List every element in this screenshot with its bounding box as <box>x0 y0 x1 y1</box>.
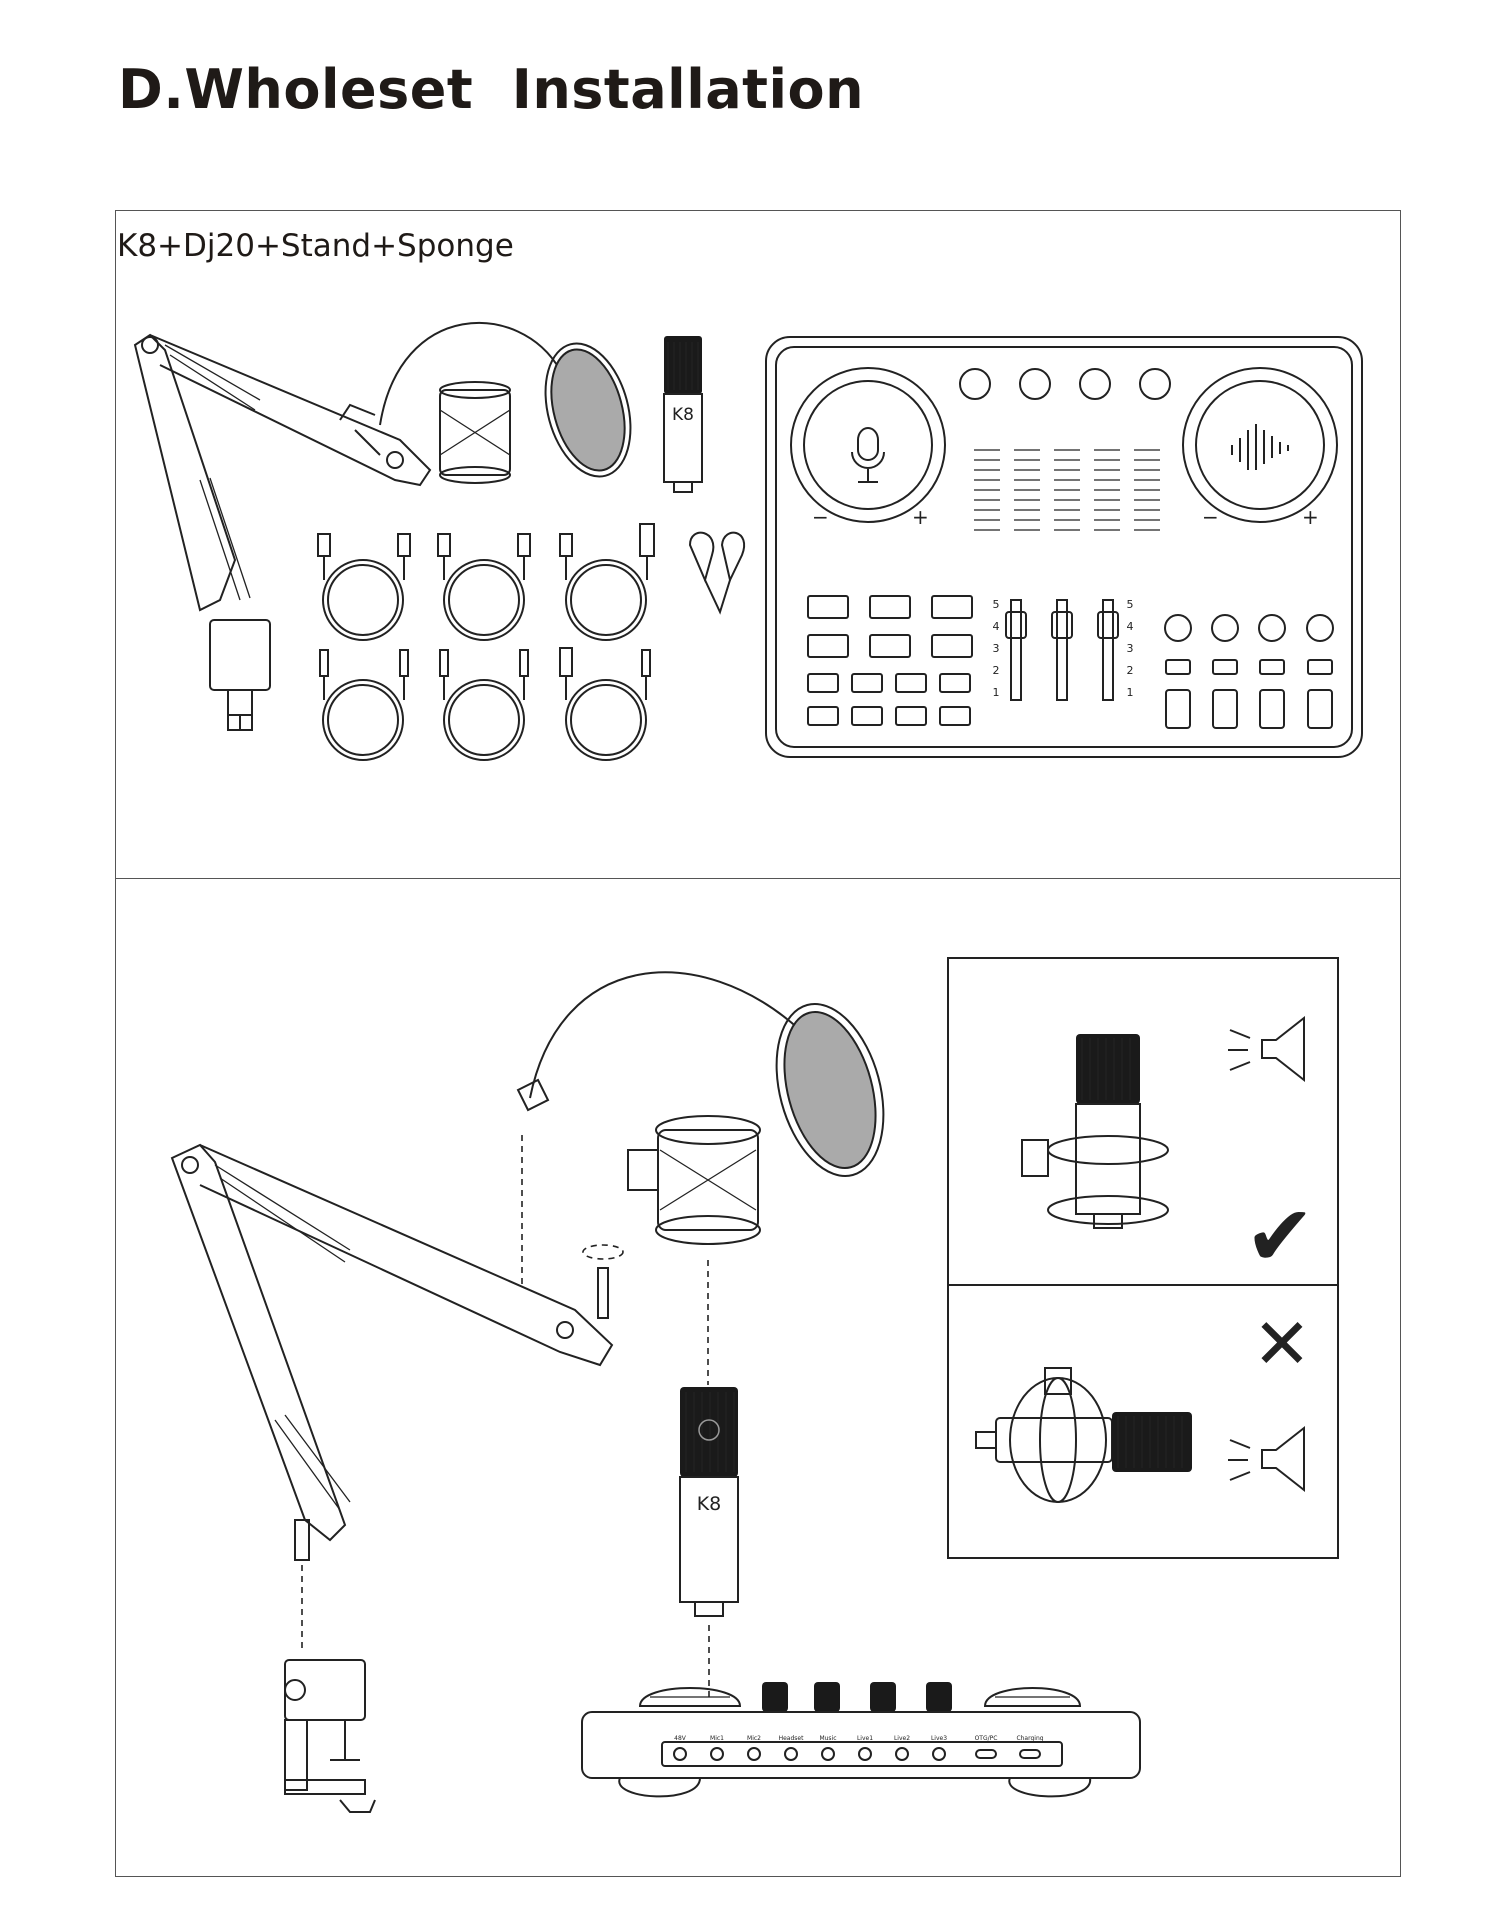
wrong-orientation-mic <box>975 1367 1192 1503</box>
section-divider <box>115 878 1401 879</box>
page-title: D.Wholeset Installation <box>118 58 865 121</box>
svg-text:−: − <box>1202 505 1219 529</box>
desk-clamp-illustration <box>284 1659 376 1813</box>
svg-text:+: + <box>1302 505 1319 529</box>
svg-text:4: 4 <box>1127 620 1134 633</box>
shock-mount-assembly-illustration <box>627 1115 761 1385</box>
svg-text:5: 5 <box>993 598 1000 611</box>
k8-microphone-assembly-illustration: K8 <box>679 1387 739 1700</box>
svg-text:3: 3 <box>993 642 1000 655</box>
port-label-mic2: Mic2 <box>747 1735 761 1742</box>
svg-text:+: + <box>912 505 929 529</box>
port-label-music: Music <box>819 1735 836 1742</box>
diagram-frame <box>115 210 1401 1877</box>
cables-row-1 <box>317 523 655 641</box>
orientation-inset: ✔ ✕ <box>947 957 1339 1559</box>
port-label-headset: Headset <box>779 1735 805 1742</box>
svg-text:2: 2 <box>1127 664 1134 677</box>
port-label-48v: 48V <box>674 1735 687 1742</box>
svg-text:3: 3 <box>1127 642 1134 655</box>
svg-text:4: 4 <box>993 620 1000 633</box>
k8-microphone-illustration: K8 <box>663 336 703 493</box>
boom-arm-assembly-illustration <box>170 1135 624 1650</box>
sound-card-top-view: − + − + <box>765 336 1363 758</box>
port-label-otg-pc: OTG/PC <box>975 1735 998 1742</box>
mic-model-label-assembly: K8 <box>697 1493 722 1515</box>
shock-mount-pop-filter-illustration <box>379 321 632 484</box>
fader-group: 5 4 3 2 1 5 4 3 2 1 <box>993 598 1134 701</box>
correct-orientation-mic <box>1021 1034 1169 1229</box>
port-label-charging: Charging <box>1016 1735 1043 1742</box>
check-mark-icon: ✔ <box>1245 1187 1315 1285</box>
speaker-icon-wrong <box>1228 1425 1305 1493</box>
port-label-mic1: Mic1 <box>710 1735 724 1742</box>
svg-text:−: − <box>812 505 829 529</box>
sound-card-back-view: 48V Mic1 Mic2 Headset Music Live1 Live2 … <box>581 1682 1141 1798</box>
svg-text:2: 2 <box>993 664 1000 677</box>
mic-model-label-top: K8 <box>672 405 694 425</box>
cables-row-2 <box>319 647 651 761</box>
speaker-icon-correct <box>1228 1015 1305 1083</box>
svg-text:1: 1 <box>993 686 1000 699</box>
earphones-illustration <box>688 531 746 615</box>
boom-arm-stand-illustration <box>133 333 432 731</box>
pop-filter-assembly-illustration <box>516 971 885 1177</box>
svg-text:1: 1 <box>1127 686 1134 699</box>
port-label-live2: Live2 <box>894 1735 910 1742</box>
set-name-label: K8+Dj20+Stand+Sponge <box>117 228 514 264</box>
port-label-live1: Live1 <box>857 1735 873 1742</box>
port-label-live3: Live3 <box>931 1735 947 1742</box>
svg-text:5: 5 <box>1127 598 1134 611</box>
cross-mark-icon: ✕ <box>1253 1303 1312 1385</box>
